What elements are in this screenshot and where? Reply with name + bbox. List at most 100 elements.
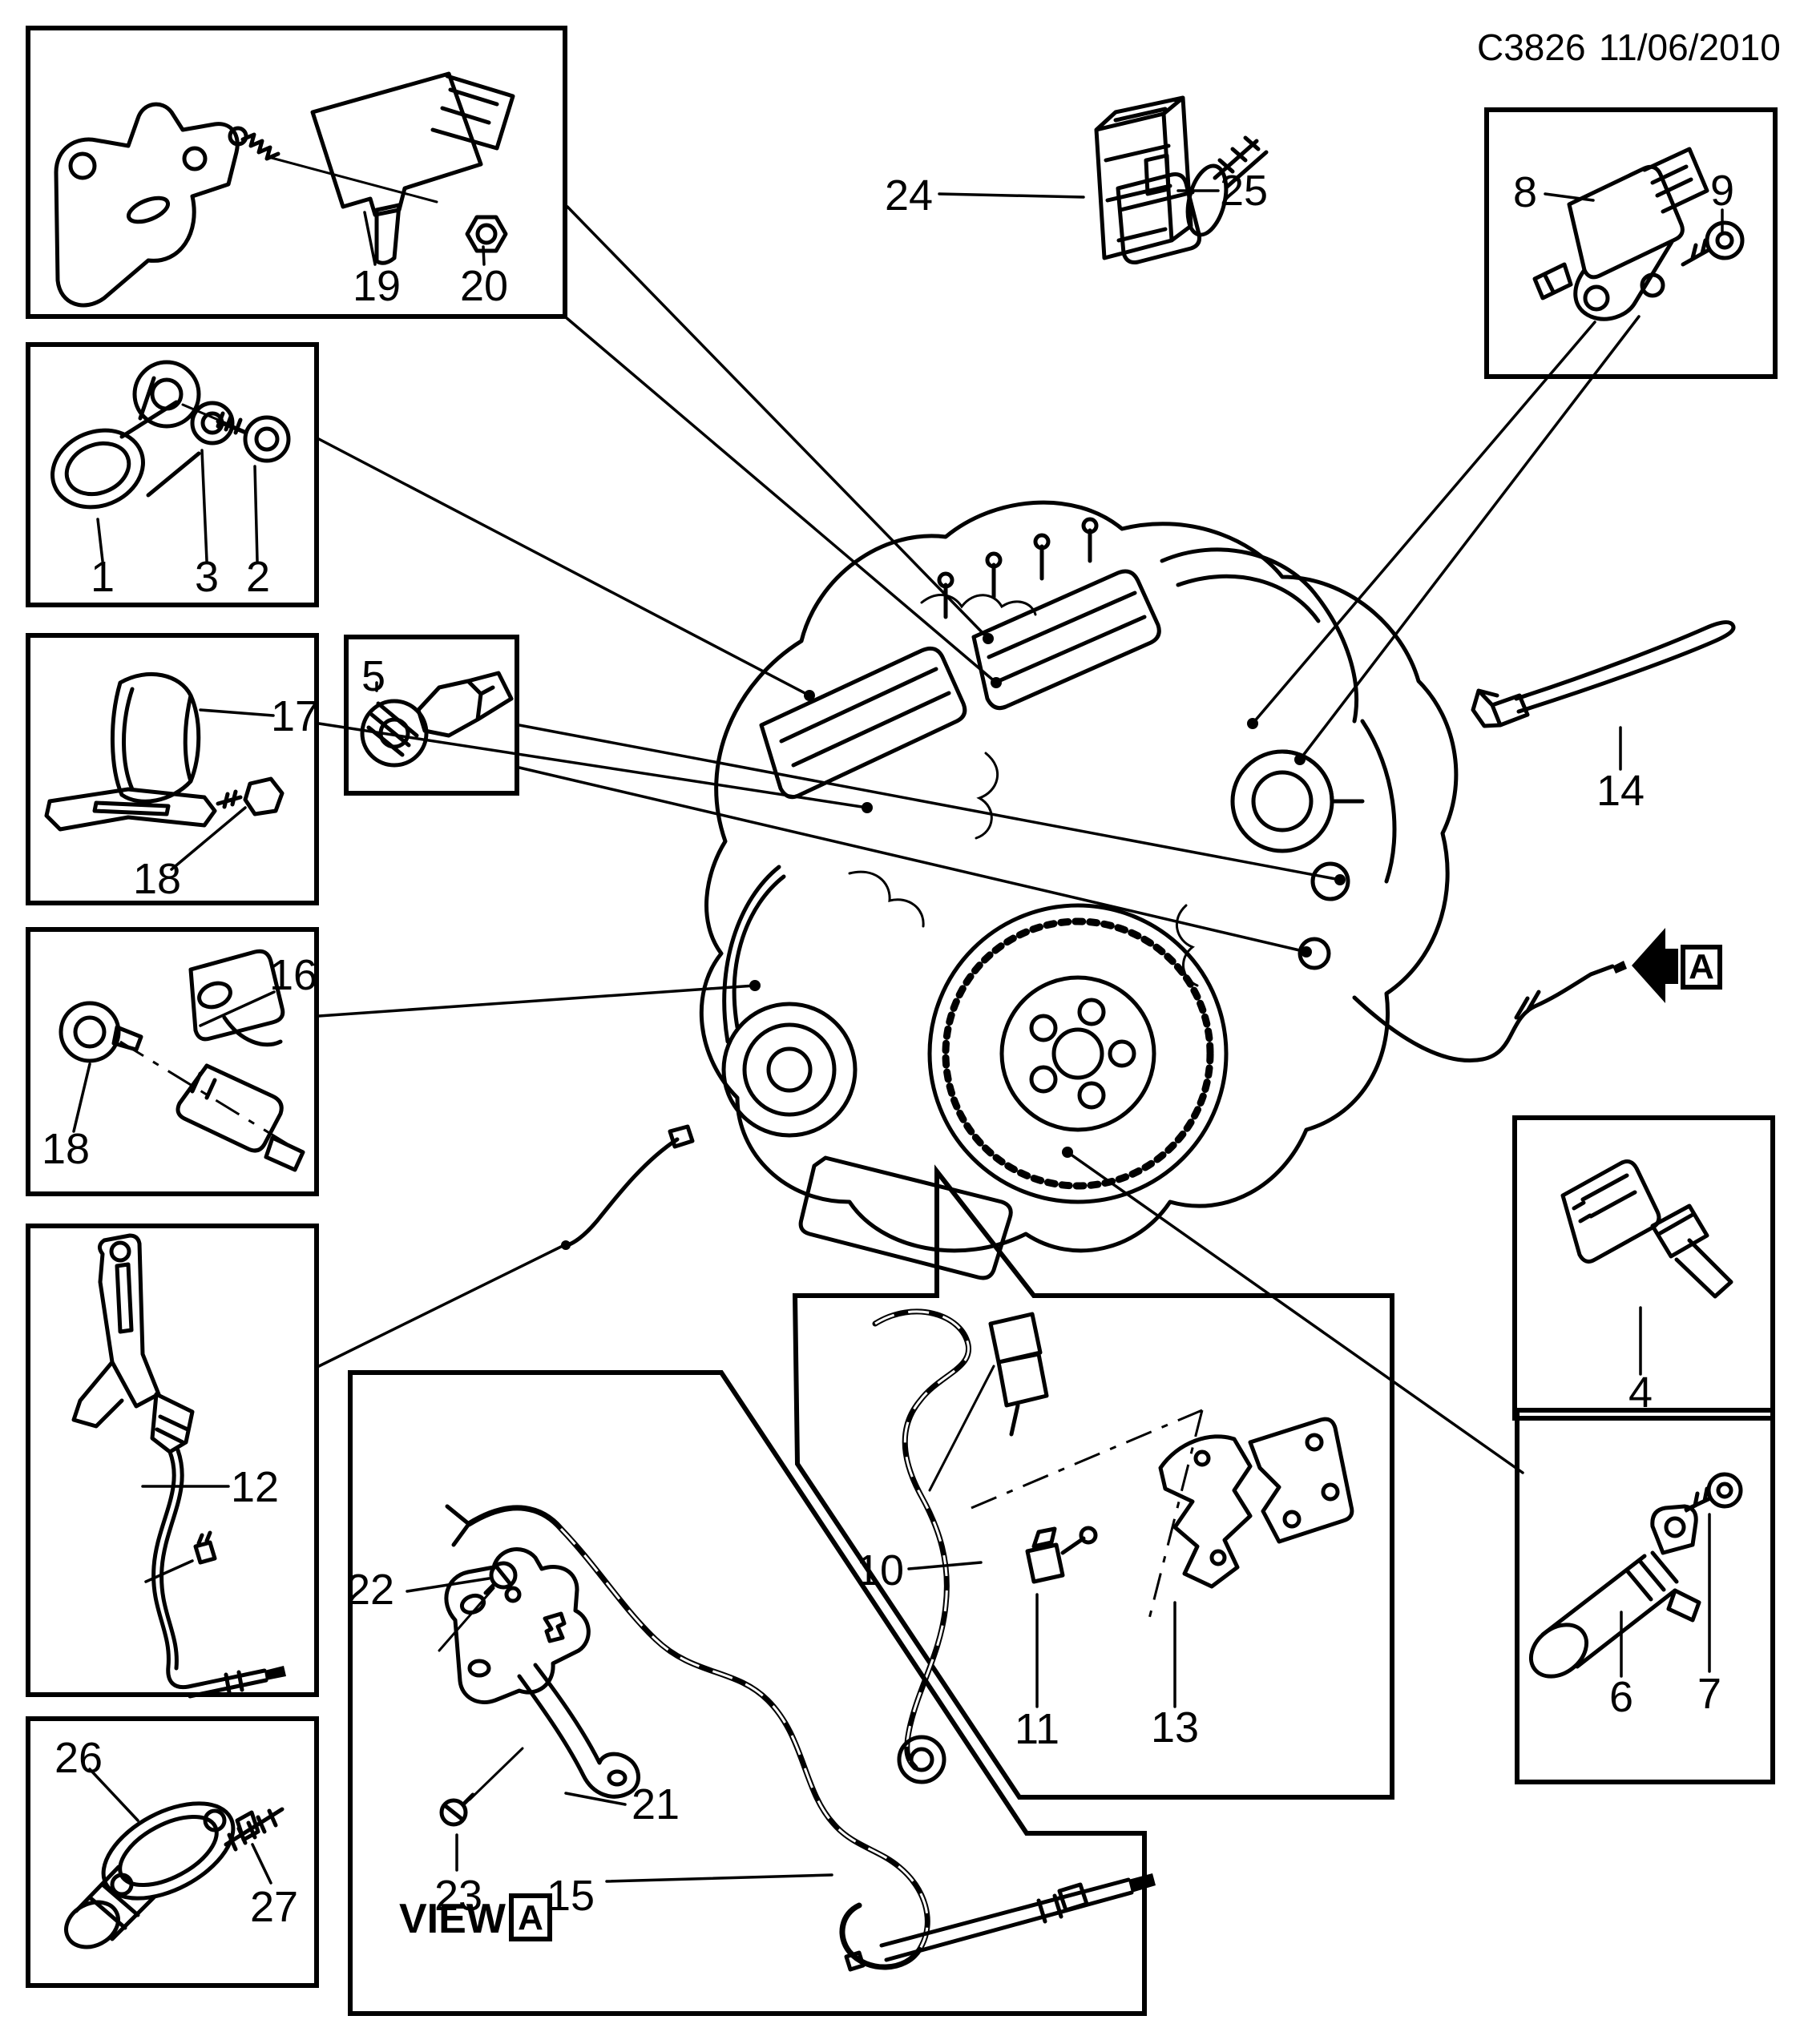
callout-12: 12 [231,1463,279,1511]
leader-box1-3-2 [317,437,811,697]
sensor-26-body [74,1865,156,1941]
detail-box-10-11-13: 10 11 13 [792,1164,1394,1800]
sensor-1-ring-inner [150,377,184,411]
injector-top [1033,533,1051,550]
sensor-26-end [64,1900,120,1949]
part-14: 14 [1471,620,1736,815]
detail-box-frame [26,633,319,905]
bracket-drawing [54,102,240,308]
flywheel-ring [927,903,1229,1204]
bolt-18-drawing [216,776,285,816]
bracket-21-drawing [444,1547,591,1704]
harness-15-fork [445,1504,471,1547]
sensor-6-bracket [1650,1504,1701,1623]
detail-box-8-9: 8 9 [1484,107,1778,379]
part-24: 24 [885,135,1269,264]
bolt-2-head [243,415,291,463]
detail-box-frame [348,1370,1147,2016]
harness-15-probe [879,1877,1134,1962]
callout-17: 17 [271,692,319,740]
callout-24: 24 [885,171,933,220]
flywheel-bolt-hole [1077,1081,1106,1110]
turbo-inlet [1251,770,1314,833]
detail-box-16-18: 16 18 [26,927,319,1196]
pipe-banjo-fitting [897,1735,946,1784]
part-25: 25 [1094,95,1268,260]
detail-box-frame [792,1164,1394,1800]
direction-arrow-a: A [1352,928,1722,1062]
crank-pulley-hub [766,1046,813,1093]
leader-15 [605,1873,833,1883]
callout-11: 11 [1015,1705,1059,1753]
pipe-sensor-line [928,1365,995,1492]
oil-filter-boss [1298,937,1331,970]
bracket-hole [1305,1433,1324,1452]
probe-wire-to-arrow [1352,964,1615,1062]
oil-pan [798,1155,1013,1280]
bolt-2-shaft [216,411,248,435]
sensor-8-flange [1573,240,1674,321]
sensor-8-nipple [1532,262,1573,300]
switch-5-thread-face [360,699,429,768]
flywheel-bolt-hole [1077,998,1106,1026]
screw-head [228,126,248,147]
washer-3-drawing [190,401,235,445]
flange-hole [110,1873,134,1897]
harness-end-clip [844,1950,866,1972]
turbo-snail [1280,749,1365,804]
callout-27: 27 [250,1883,298,1931]
screw-23-drawing [439,1798,468,1827]
detail-box-frame [26,1716,319,1988]
leader-box8-9-a [1251,321,1596,725]
bolt-7-socket [1716,1482,1733,1499]
leader-box6-7 [1068,1152,1524,1474]
leader-17 [199,708,275,717]
injector-top [937,571,954,589]
callout-6: 6 [1609,1673,1633,1721]
bracket-slot [126,196,171,224]
callout-8: 8 [1513,168,1537,216]
wire-clip [193,1530,217,1565]
harness-15-ribbing [559,1527,929,1949]
arm-foot-hole [607,1769,628,1787]
leader-16 [199,990,276,1027]
bracket-hole [68,151,97,180]
cable-tie-drawing [1471,620,1736,728]
sensor-1-ring [132,360,201,429]
callout-2: 2 [246,553,270,601]
callout-20: 20 [460,262,508,310]
leader-21 [564,1792,627,1806]
bracket-hole [467,1659,491,1678]
belt-lines [722,865,786,1044]
detail-box-26-27: 26 27 [26,1716,319,1988]
bracket-hole [182,146,208,171]
bolt-7-shaft [1684,1486,1713,1512]
view-a-detail-box: 22 21 23 15 VIEW A [346,1370,1156,2016]
flange-ear-hole [1583,284,1610,312]
leader-box19-20-a [566,205,990,640]
bracket-hole [1321,1482,1340,1502]
detail-box-4: 4 [1512,1115,1775,1421]
view-letter-box [509,1893,552,1941]
pipe-10-highlight [874,1310,970,1769]
callout-3: 3 [195,553,219,601]
stud-27-drawing [224,1807,285,1852]
callout-7: 7 [1697,1670,1721,1718]
leader-22 [406,1577,490,1593]
leader-10 [907,1561,983,1570]
flywheel-bolt-hole [1029,1014,1058,1042]
sensor-12-probe-tip [264,1666,286,1680]
plug-24-drawing [1116,172,1201,264]
engine-wiring-squiggles [848,594,1199,987]
valve-cover-rear [971,569,1161,711]
screw-22-detail [483,1565,512,1595]
flywheel-bolt-hole [1029,1065,1058,1094]
callout-22: 22 [346,1566,394,1614]
dipstick-tube [1360,719,1397,884]
harness-probe-tip [1128,1873,1156,1893]
sensor-11-stem [1079,1526,1098,1545]
engine-silhouette [699,500,1459,1253]
bolt-9-head [1705,220,1745,260]
leader-24 [938,192,1085,199]
bolt-18b-socket [73,1015,107,1049]
